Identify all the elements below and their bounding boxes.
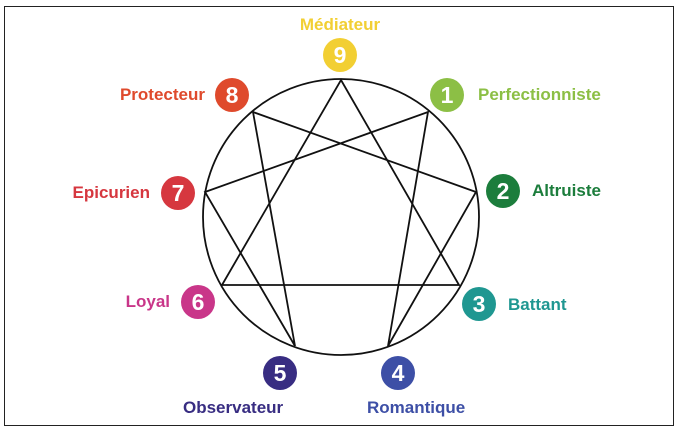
type-6-badge: 6 (181, 285, 215, 319)
type-7-label: Epicurien (72, 183, 150, 202)
type-4-badge: 4 (381, 356, 415, 390)
triangle-9-3-6 (220, 78, 461, 286)
type-8-label: Protecteur (119, 85, 205, 104)
hexad-1-4-2-8-5-7 (203, 110, 478, 347)
type-6-label: Loyal (125, 292, 170, 311)
type-3-badge: 3 (462, 287, 496, 321)
enneagram-circle (202, 78, 480, 356)
type-1-label: Perfectionniste (478, 85, 601, 104)
type-4-label: Romantique (367, 398, 466, 417)
type-5-label: Observateur (183, 398, 284, 417)
type-2-label: Altruiste (532, 181, 601, 200)
type-9-badge: 9 (323, 38, 357, 72)
type-7-badge: 7 (161, 176, 195, 210)
type-1-badge: 1 (430, 78, 464, 112)
type-5-badge: 5 (263, 356, 297, 390)
type-8-badge: 8 (215, 78, 249, 112)
type-3-label: Battant (508, 295, 567, 314)
diagram-frame (4, 6, 674, 426)
type-9-label: Médiateur (299, 15, 381, 34)
type-2-badge: 2 (486, 174, 520, 208)
